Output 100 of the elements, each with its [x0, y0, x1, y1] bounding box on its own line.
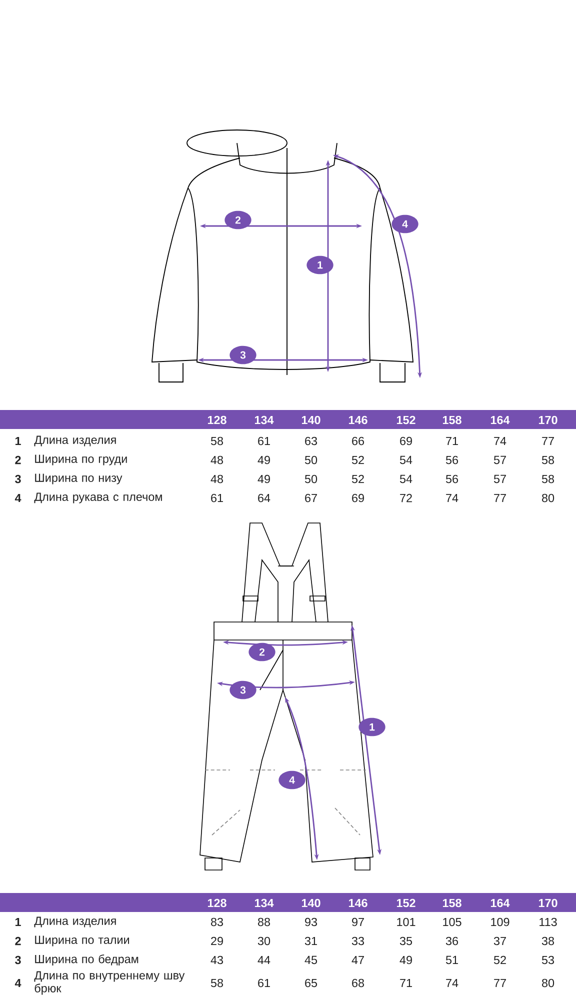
row-number: 4 — [14, 494, 22, 502]
table-value: 57 — [494, 474, 506, 484]
table-value: 74 — [494, 436, 506, 446]
table-value: 49 — [258, 474, 270, 484]
table-value: 48 — [210, 456, 223, 464]
table-value: 53 — [542, 956, 554, 964]
table-value: 58 — [542, 474, 554, 484]
table-value: 58 — [210, 436, 223, 446]
table-value: 50 — [304, 474, 318, 484]
table-value: 105 — [443, 918, 462, 926]
table-value: 47 — [352, 956, 364, 964]
callout-number: 3 — [230, 680, 256, 700]
table-value: 54 — [400, 456, 412, 464]
column-heading: 140 — [302, 416, 320, 424]
callout-number: 1 — [306, 256, 334, 274]
table-value: 54 — [400, 474, 412, 484]
row-number: 2 — [15, 936, 21, 946]
table-value: 43 — [210, 956, 223, 964]
table-value: 61 — [258, 978, 270, 988]
column-heading: 152 — [396, 898, 416, 908]
table-value: 29 — [211, 936, 223, 946]
table-value: 67 — [305, 494, 317, 502]
table-value: 63 — [305, 436, 317, 446]
column-heading: 134 — [254, 898, 274, 908]
measurement-name: Ширина по бедрам — [35, 954, 138, 966]
measurement-name: Длина по внутреннему шву брюк — [34, 971, 185, 995]
table-value: 58 — [542, 456, 554, 464]
table-value: 74 — [446, 494, 458, 502]
table-value: 33 — [352, 936, 364, 946]
column-heading: 128 — [208, 898, 226, 908]
table-value: 101 — [397, 918, 416, 926]
table-value: 65 — [305, 978, 318, 988]
table-value: 74 — [446, 978, 458, 988]
table-value: 69 — [352, 494, 364, 502]
callout-number: 4 — [392, 214, 418, 234]
callout-number: 2 — [248, 642, 276, 662]
callout-number: 1 — [358, 718, 386, 736]
table-value: 61 — [211, 494, 223, 502]
column-heading: 164 — [490, 898, 510, 908]
column-heading: 146 — [348, 416, 368, 424]
table-value: 56 — [446, 456, 458, 464]
table-value: 113 — [540, 918, 557, 926]
table-value: 44 — [258, 956, 270, 964]
table-value: 93 — [305, 918, 317, 926]
table-value: 57 — [494, 456, 506, 464]
table-value: 72 — [400, 494, 412, 502]
table-value: 61 — [258, 436, 270, 446]
table-value: 35 — [400, 936, 412, 946]
measurement-name: Ширина по талии — [35, 936, 130, 946]
table-value: 51 — [446, 956, 458, 964]
table-value: 48 — [210, 474, 223, 484]
table-value: 38 — [542, 936, 554, 946]
table-value: 97 — [352, 918, 364, 926]
column-heading: 158 — [442, 416, 462, 424]
row-number: 2 — [15, 456, 21, 464]
callout-number: 3 — [230, 346, 256, 364]
table-value: 71 — [400, 978, 412, 988]
table-value: 52 — [352, 474, 364, 484]
column-heading: 128 — [208, 416, 226, 424]
callout-number: 4 — [278, 770, 306, 790]
table-value: 37 — [494, 936, 506, 946]
measurement-name: Ширина по груди — [35, 454, 127, 466]
table-value: 49 — [258, 456, 270, 464]
row-number: 1 — [15, 918, 21, 926]
table-value: 64 — [258, 494, 270, 502]
table-value: 80 — [542, 978, 554, 988]
table-value: 69 — [400, 436, 412, 446]
column-heading: 146 — [348, 898, 368, 908]
table-value: 31 — [304, 936, 317, 946]
table-value: 71 — [446, 436, 458, 446]
table-value: 52 — [352, 456, 364, 464]
column-heading: 170 — [538, 898, 558, 908]
column-heading: 152 — [396, 416, 416, 424]
column-heading: 170 — [538, 416, 558, 424]
table-value: 49 — [400, 956, 412, 964]
table-value: 80 — [542, 494, 554, 502]
table-value: 83 — [211, 918, 223, 926]
measurement-name: Ширина по низу — [35, 474, 122, 484]
table-value: 45 — [304, 956, 318, 964]
table-value: 50 — [304, 456, 318, 464]
row-number: 3 — [15, 474, 21, 484]
table-value: 77 — [542, 436, 554, 446]
measurement-name: Длина изделия — [34, 916, 116, 928]
table-value: 30 — [258, 936, 270, 946]
column-heading: 134 — [254, 416, 274, 424]
measurement-name: Длина изделия — [34, 436, 116, 446]
measurement-name: Длина рукава с плечом — [34, 492, 162, 504]
column-heading: 164 — [490, 416, 510, 424]
table-value: 77 — [494, 978, 506, 988]
table-value: 58 — [210, 978, 223, 988]
callout-number: 2 — [224, 210, 252, 230]
table-value: 88 — [258, 918, 270, 926]
table-value: 77 — [494, 494, 506, 502]
table-value: 52 — [494, 956, 506, 964]
table-value: 109 — [491, 918, 510, 926]
row-number: 3 — [15, 956, 21, 964]
row-number: 4 — [14, 978, 22, 988]
column-heading: 140 — [302, 898, 320, 908]
row-number: 1 — [15, 436, 21, 446]
table-value: 56 — [446, 474, 458, 484]
